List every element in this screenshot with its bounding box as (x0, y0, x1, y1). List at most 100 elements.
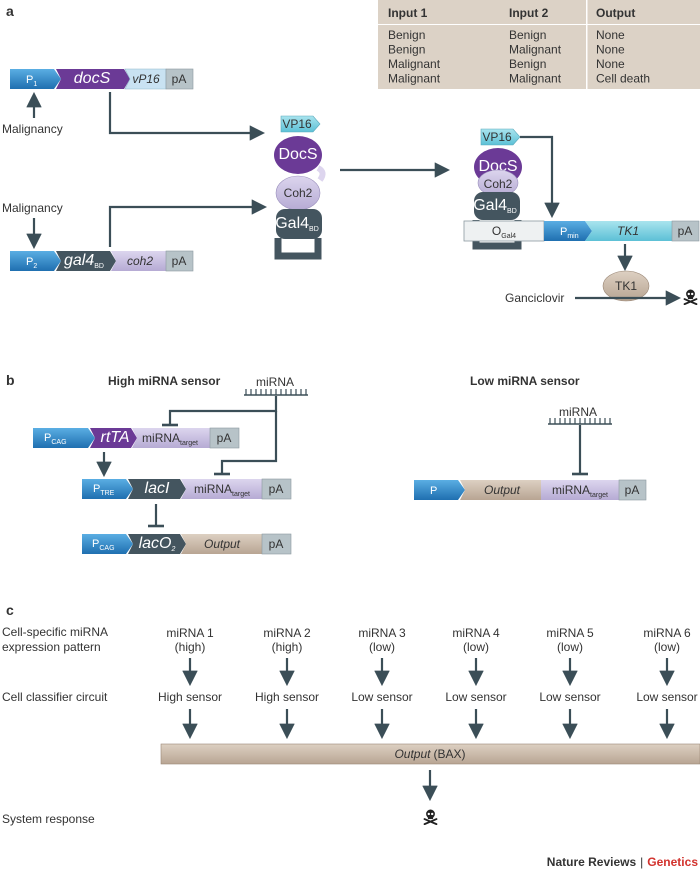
svg-text:OGal4: OGal4 (492, 224, 516, 240)
svg-text:miRNA: miRNA (559, 405, 597, 419)
tk1-protein (602, 270, 650, 302)
output-gene-high (181, 534, 262, 554)
malignancy-label-1: Malignancy (2, 122, 63, 136)
promoter-p2 (10, 251, 61, 271)
tk1-construct: OGal4 Pmin TK1 pA (463, 220, 700, 242)
high-sensor-title: High miRNA sensor (108, 374, 221, 388)
protein-complex-center: VP16 DocS Coh2 Gal4BD (274, 115, 326, 260)
sensor-type: Low sensor (445, 690, 506, 704)
svg-text:DocS: DocS (478, 158, 517, 175)
table-header-1: Input 2 (509, 6, 549, 20)
journal-footer: Nature Reviews|Genetics (547, 855, 699, 869)
table-cell-3-0: Malignant (388, 72, 441, 86)
svg-text:pA: pA (269, 537, 284, 551)
mirna-name: miRNA 4 (452, 626, 500, 640)
svg-text:pA: pA (172, 254, 187, 268)
table-cell-3-2: Cell death (596, 72, 650, 86)
mirna-name: miRNA 5 (546, 626, 594, 640)
svg-text:Output(BAX): Output(BAX) (394, 747, 465, 761)
svg-text:miRNAtarget: miRNAtarget (552, 483, 608, 499)
output-gene-low (460, 480, 541, 500)
svg-text:miRNAtarget: miRNAtarget (194, 482, 250, 498)
promoter-min (544, 221, 592, 241)
mirna-column-2: miRNA 2(high)High sensor (255, 626, 319, 740)
sensor-type: High sensor (158, 690, 222, 704)
svg-text:Coh2: Coh2 (484, 177, 513, 191)
vp16-protein-bound (480, 128, 521, 146)
protein-complex-bound: VP16 DocS Coh2 Gal4BD (472, 128, 522, 250)
svg-text:pA: pA (625, 483, 640, 497)
high-row-2: PTRE lacI miRNAtarget pA (82, 478, 292, 500)
svg-text:PCAG: PCAG (44, 432, 67, 446)
mirna-level: (high) (272, 640, 303, 654)
promoter-p1 (10, 69, 61, 89)
docs-gene-label: docS (74, 70, 111, 87)
docs-protein (274, 136, 322, 174)
svg-text:DocS: DocS (278, 146, 317, 163)
svg-text:rtTA: rtTA (100, 429, 129, 446)
svg-text:Output: Output (484, 483, 521, 497)
svg-text:Pmin: Pmin (560, 226, 579, 240)
ganciclovir-label: Ganciclovir (505, 291, 564, 305)
mirna-level: (low) (369, 640, 395, 654)
panel-b-label: b (6, 372, 15, 388)
svg-text:Coh2: Coh2 (284, 186, 313, 200)
svg-text:P2: P2 (26, 256, 37, 270)
vp16-protein (280, 115, 321, 133)
mirna-level: (low) (557, 640, 583, 654)
table-cell-3-1: Malignant (509, 72, 562, 86)
sensor-type: Low sensor (636, 690, 697, 704)
svg-text:P: P (430, 485, 437, 497)
svg-text:PCAG: PCAG (92, 538, 115, 552)
construct-2: P2 gal4BD coh2 pA (10, 250, 194, 272)
mirna-column-1: miRNA 1(high)High sensor (158, 626, 222, 740)
laci-gene (128, 479, 186, 499)
mirna-target-low (541, 480, 619, 500)
svg-text:TK1: TK1 (617, 224, 639, 238)
construct-1: P1 docS vP16 pA (10, 68, 194, 90)
table-cell-0-0: Benign (388, 28, 425, 42)
table-header-2: Output (596, 6, 635, 20)
table-header-0: Input 1 (388, 6, 428, 20)
svg-text:miRNAtarget: miRNAtarget (142, 431, 198, 447)
svg-text:pA: pA (217, 431, 232, 445)
svg-text:lacO2: lacO2 (139, 535, 176, 553)
mirna-level: (high) (175, 640, 206, 654)
high-row-3: PCAG lacO2 Output pA (82, 533, 292, 555)
coh2-gene (111, 251, 166, 271)
svg-text:TK1: TK1 (615, 279, 637, 293)
table-cell-1-2: None (596, 43, 625, 57)
mirna-level: (low) (463, 640, 489, 654)
sensor-type: High sensor (255, 690, 319, 704)
mirna-target-1 (132, 428, 210, 448)
rtta-gene (90, 428, 137, 448)
promoter-cag-1 (33, 428, 95, 448)
output-bax-paren: (BAX) (434, 747, 466, 761)
mirna-high: miRNA (244, 375, 308, 396)
vp16-gene (124, 68, 167, 90)
pattern-label-line2: expression pattern (2, 640, 101, 654)
promoter-low (414, 480, 465, 500)
laco2-site (128, 534, 186, 554)
mirna-target-2 (181, 479, 262, 499)
svg-text:miRNA: miRNA (256, 375, 294, 389)
svg-text:lacI: lacI (145, 480, 170, 497)
svg-text:Gal4BD: Gal4BD (473, 197, 517, 215)
sensor-type: Low sensor (539, 690, 600, 704)
high-row-1: PCAG rtTA miRNAtarget pA (33, 427, 240, 449)
svg-text:gal4BD: gal4BD (64, 252, 104, 270)
panel-a-label: a (6, 3, 14, 19)
mirna-column-5: miRNA 5(low) Low sensor (539, 626, 601, 740)
vp16-gene-label: vP16 (132, 72, 160, 86)
svg-text:Gal4BD: Gal4BD (275, 215, 319, 233)
table-cell-0-2: None (596, 28, 625, 42)
docs-gene (56, 69, 130, 89)
mirna-level: (low) (654, 640, 680, 654)
svg-text:pA: pA (172, 72, 187, 86)
cell-death-skull-icon (683, 288, 698, 305)
panel-c-label: c (6, 602, 14, 618)
table-cell-0-1: Benign (509, 28, 546, 42)
svg-text:pA: pA (269, 482, 284, 496)
system-response-skull-icon (423, 808, 438, 825)
